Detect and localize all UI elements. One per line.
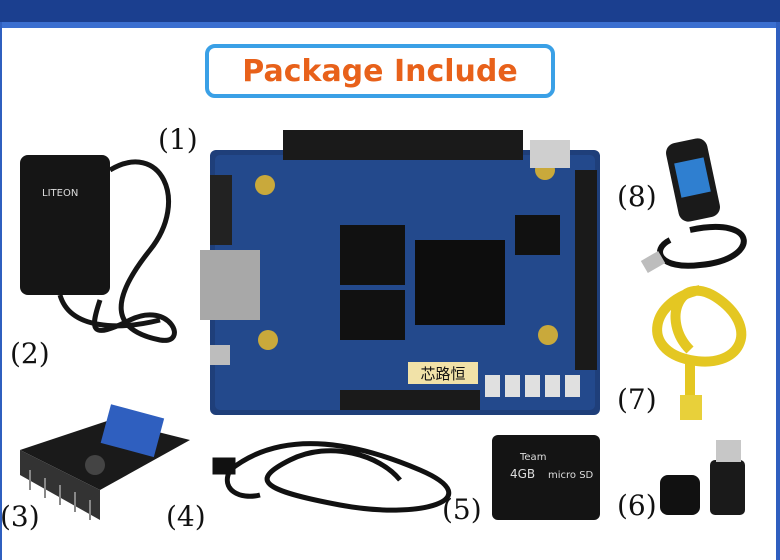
header-accent [0,22,780,28]
header-bar [0,0,780,22]
label-3: (3) [0,500,40,533]
ethernet-plug [680,395,702,420]
sd-type: micro SD [548,470,594,481]
power-adapter: LITEON [20,155,177,343]
usb-cable [212,441,452,513]
label-2: (2) [10,337,50,370]
adapter-brand: LITEON [42,188,78,199]
label-5: (5) [442,493,482,526]
label-6: (6) [617,489,657,522]
vga-module [20,404,190,520]
usb-extension [640,138,747,274]
board-chip-label: 芯路恒 [420,365,465,383]
card-reader [660,440,745,515]
title-box: Package Include [205,44,555,98]
left-border [0,22,2,560]
sd-capacity: 4GB [510,467,535,481]
fpga-board: 芯路恒 [200,130,600,415]
right-border [776,22,780,560]
ethernet-cable [652,285,747,400]
page-title: Package Include [242,53,518,89]
sd-card: Team 4GB micro SD [492,435,600,520]
label-8: (8) [617,180,657,213]
label-4: (4) [166,500,206,533]
label-7: (7) [617,383,657,416]
sd-brand: Team [519,452,546,463]
label-1: (1) [158,123,198,156]
